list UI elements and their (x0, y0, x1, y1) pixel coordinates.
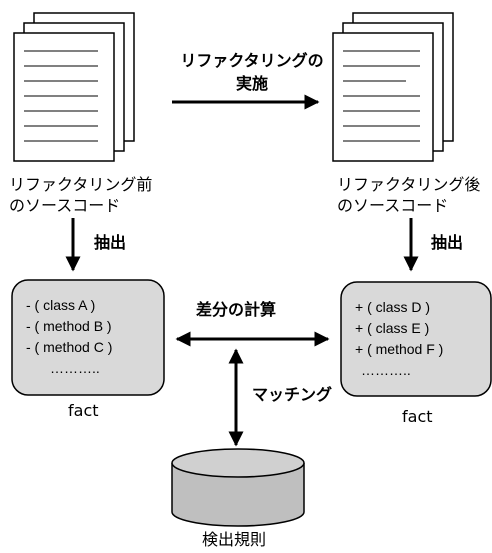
source-after-caption-line1: リファクタリング後 (337, 175, 481, 194)
fact-left-line: - ( class A ) (26, 297, 96, 313)
fact-box-right (340, 281, 492, 397)
refactor-label-line2: 実施 (235, 74, 268, 93)
fact-right-line: + ( method F ) (355, 341, 444, 357)
rules-database-label: 検出規則 (202, 530, 267, 549)
extract-label-left: 抽出 (94, 233, 127, 252)
fact-right-ellipsis: ……….. (361, 362, 411, 378)
fact-right-line: + ( class D ) (355, 299, 431, 315)
fact-box-left (11, 279, 165, 396)
fact-left-line: - ( method B ) (26, 318, 112, 334)
fact-right-line: + ( class E ) (355, 320, 430, 336)
source-after-caption-line2: のソースコード (337, 196, 449, 215)
matching-label: マッチング (252, 385, 333, 404)
extract-label-right: 抽出 (431, 233, 464, 252)
rules-database-cylinder (171, 448, 305, 527)
fact-right-list: + ( class D ) + ( class E ) + ( method F… (355, 297, 443, 381)
diff-label: 差分の計算 (196, 300, 277, 319)
refactor-label-line1: リファクタリングの (180, 51, 324, 70)
fact-left-list: - ( class A ) - ( method B ) - ( method … (26, 295, 112, 379)
fact-left-ellipsis: ……….. (50, 360, 100, 376)
fact-left-caption: fact (68, 401, 99, 420)
fact-right-caption: fact (402, 407, 433, 426)
source-after-document-stack (332, 12, 454, 162)
source-before-caption-line2: のソースコード (9, 196, 121, 215)
source-before-document-stack (13, 12, 135, 162)
source-before-caption-line1: リファクタリング前 (9, 175, 153, 194)
fact-left-line: - ( method C ) (26, 339, 113, 355)
